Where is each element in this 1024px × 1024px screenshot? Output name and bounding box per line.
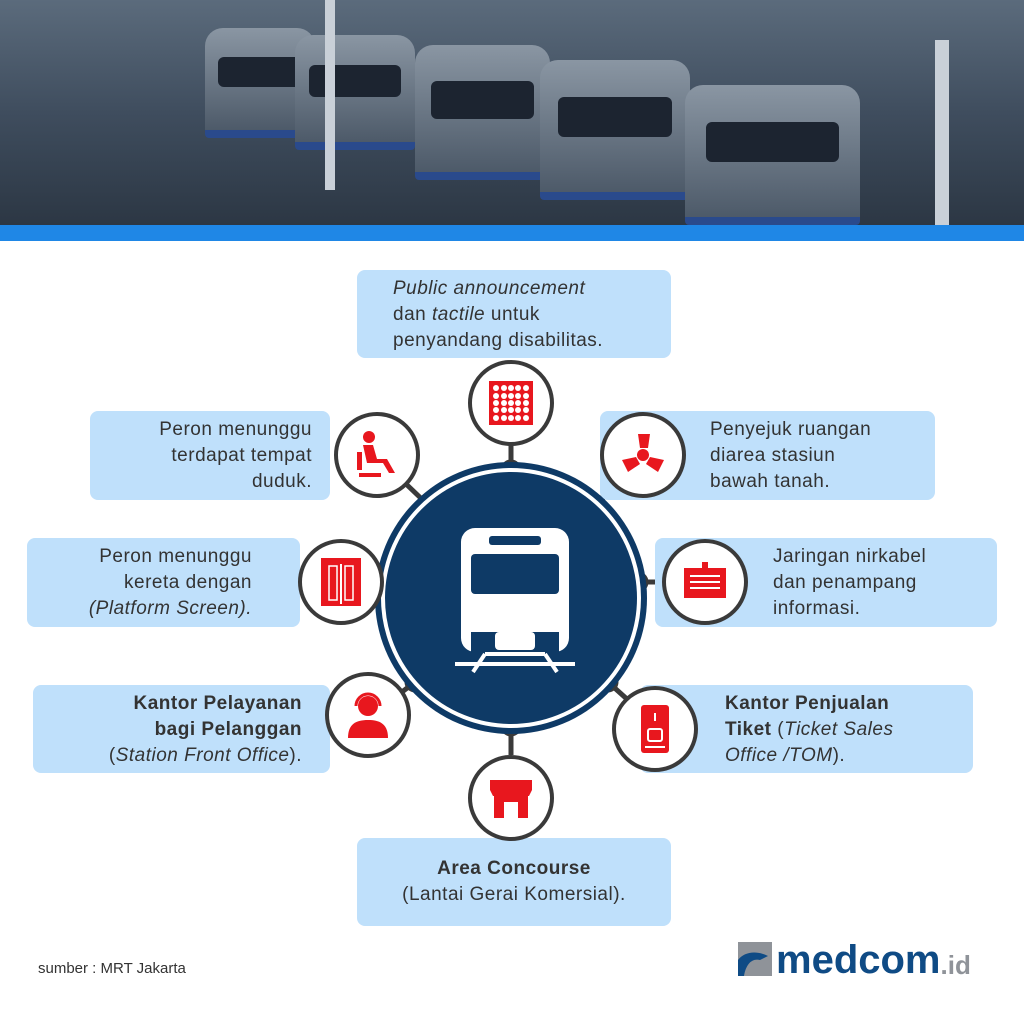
header-accent-bar xyxy=(0,225,1024,241)
text-line: Penyejuk ruangan xyxy=(710,419,872,440)
feature-public-announcement: Public announcement dan tactile untuk pe… xyxy=(357,270,671,358)
train-hub xyxy=(381,468,641,728)
text-line: terdapat tempat xyxy=(171,445,312,466)
text-line: duduk. xyxy=(251,471,312,492)
text-line: Kantor Penjualan xyxy=(725,693,890,714)
text-line: (Lantai Gerai Komersial). xyxy=(402,884,626,905)
text-line: Jaringan nirkabel xyxy=(773,546,927,567)
text-line: untuk xyxy=(485,304,540,325)
text-line: Office /TOM xyxy=(725,745,833,766)
text-line: Tiket xyxy=(725,719,772,740)
logo-text: medcom xyxy=(776,938,941,982)
information-board-icon xyxy=(662,539,748,625)
medcom-logo: medcom .id xyxy=(738,940,971,980)
text-line: ( xyxy=(108,745,116,766)
text-line: bawah tanah. xyxy=(710,471,831,492)
tactile-paving-icon xyxy=(468,360,554,446)
feature-front-office: Kantor Pelayanan bagi Pelanggan (Station… xyxy=(33,685,330,773)
platform-screen-door-icon xyxy=(298,539,384,625)
feature-seating: Peron menunggu terdapat tempat duduk. xyxy=(90,411,330,500)
text-line: Kantor Pelayanan xyxy=(133,693,302,714)
text-line: Ticket Sales xyxy=(784,719,894,740)
text-line: Station Front Office xyxy=(115,745,290,766)
seated-person-icon xyxy=(334,412,420,498)
eagle-logo-icon xyxy=(738,942,772,976)
text-line: kereta dengan xyxy=(124,572,252,593)
logo-suffix: .id xyxy=(940,950,971,980)
text-line: tactile xyxy=(431,304,486,325)
text-line: ). xyxy=(832,745,846,766)
fan-icon xyxy=(600,412,686,498)
ticket-icon xyxy=(612,686,698,772)
text-line: diarea stasiun xyxy=(710,445,836,466)
shop-stall-icon xyxy=(468,755,554,841)
text-line: ( xyxy=(771,719,785,740)
header-photo-trains xyxy=(0,0,1024,225)
text-line: Peron menunggu xyxy=(159,419,312,440)
text-line: dan xyxy=(393,304,432,325)
text-line: Area Concourse xyxy=(437,858,591,879)
train-icon xyxy=(455,528,575,674)
customer-service-headset-icon xyxy=(325,672,411,758)
text-line: bagi Pelanggan xyxy=(154,719,302,740)
feature-platform-screen: Peron menunggu kereta dengan (Platform S… xyxy=(27,538,300,627)
feature-concourse: Area Concourse (Lantai Gerai Komersial). xyxy=(357,838,671,926)
source-caption: sumber : MRT Jakarta xyxy=(38,960,186,977)
text-line: Peron menunggu xyxy=(99,546,252,567)
text-line: ). xyxy=(289,745,302,766)
text-line: dan penampang xyxy=(773,572,917,593)
text-line: (Platform Screen). xyxy=(88,598,252,619)
text-line: Public announcement xyxy=(393,278,586,299)
text-line: informasi. xyxy=(773,598,861,619)
text-line: penyandang disabilitas. xyxy=(393,330,604,351)
